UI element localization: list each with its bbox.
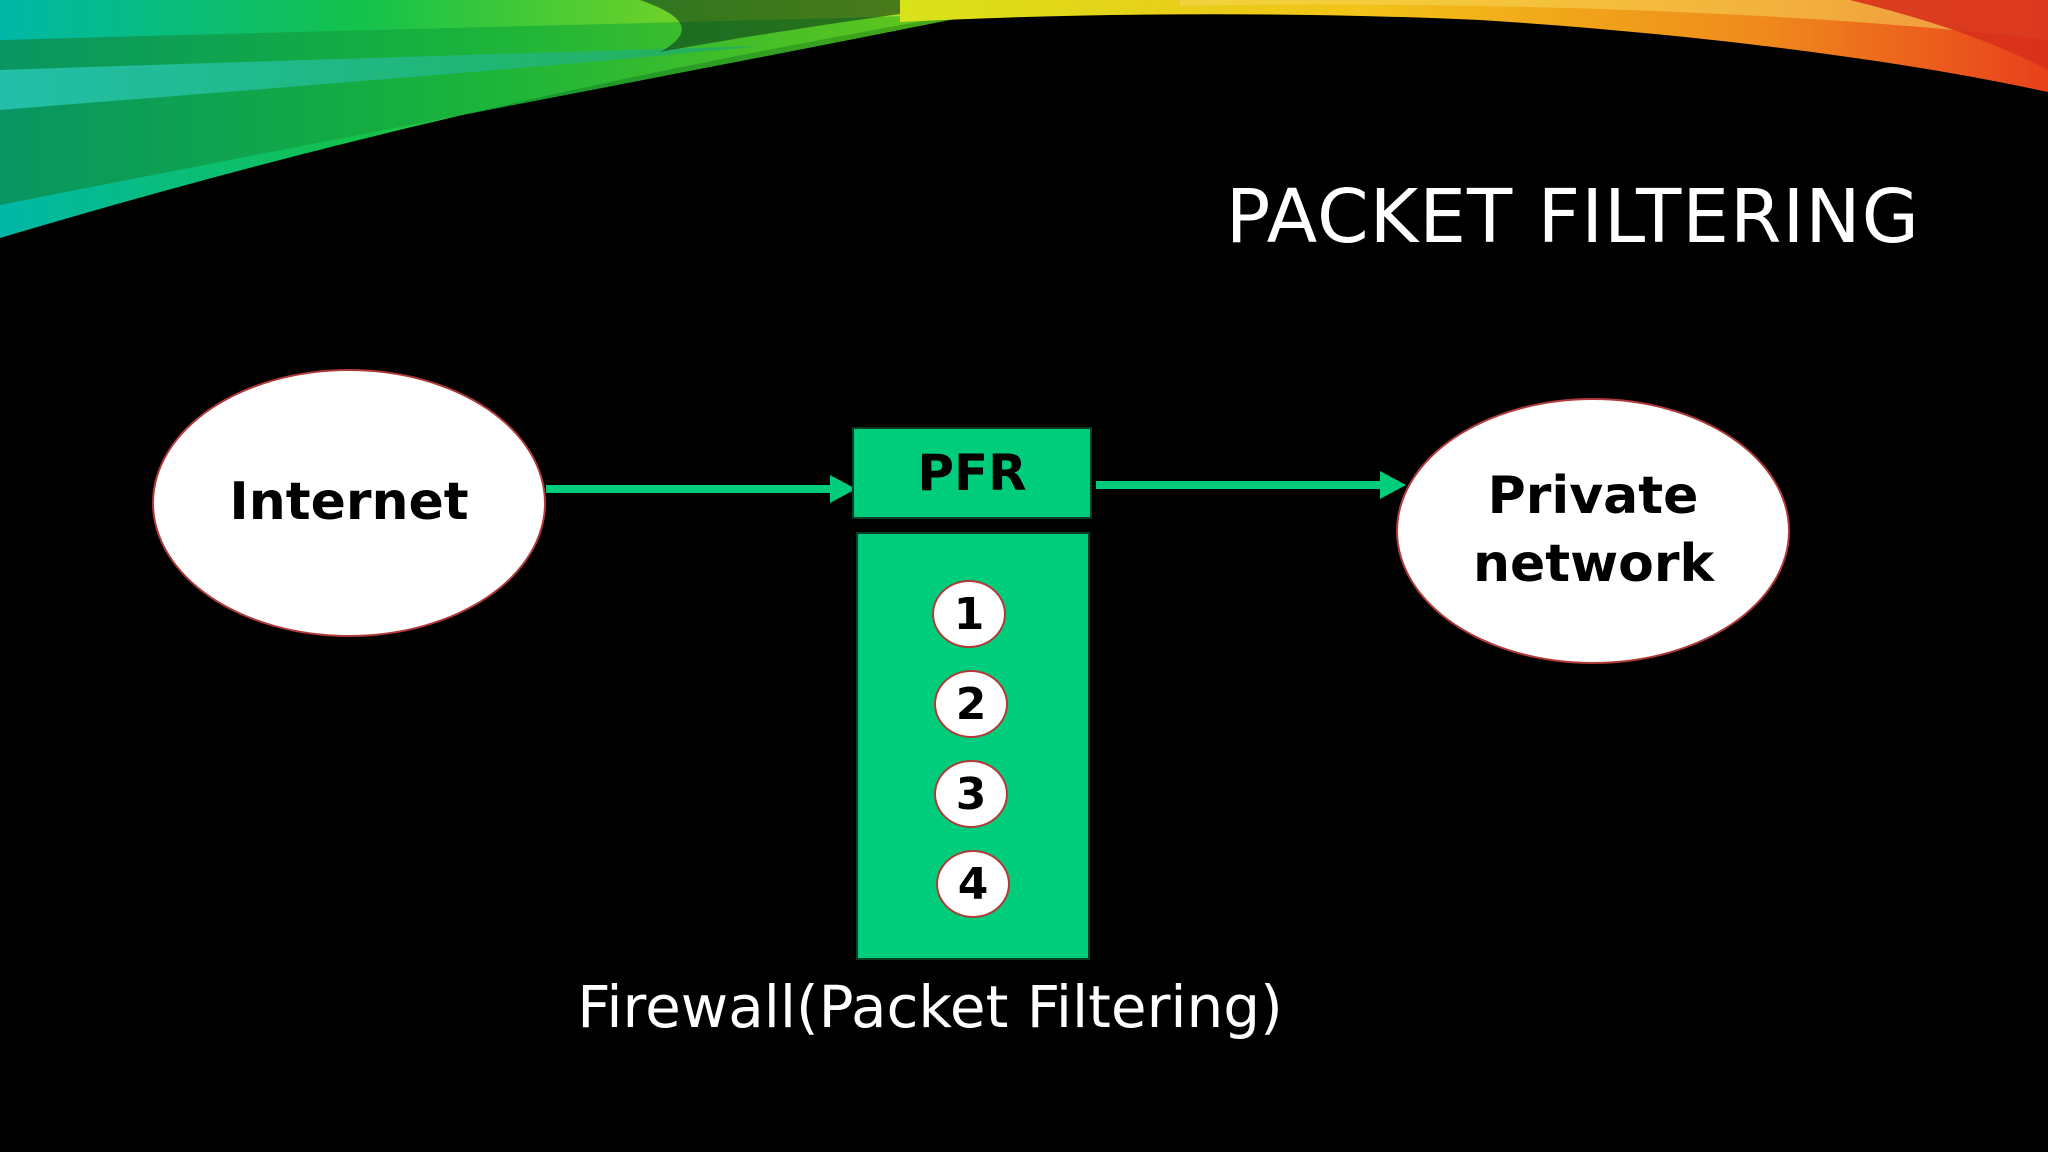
rule-circle: 2	[934, 670, 1008, 738]
rule-circle: 3	[934, 760, 1008, 828]
rule-number: 1	[953, 588, 985, 640]
decorative-swoosh-banner	[0, 0, 2048, 238]
internet-label: Internet	[229, 472, 469, 533]
arrow-pfr-to-private-network	[1096, 471, 1406, 499]
rule-number: 3	[955, 768, 987, 820]
filter-rules-column: 1 2 3 4	[856, 532, 1090, 960]
arrow-internet-to-pfr	[546, 475, 856, 503]
rule-number: 2	[955, 678, 987, 730]
rule-circle: 4	[936, 850, 1010, 918]
private-network-node: Private network	[1396, 398, 1790, 664]
pfr-label: PFR	[917, 444, 1027, 502]
rule-circle: 1	[932, 580, 1006, 648]
pfr-box: PFR	[852, 427, 1092, 519]
internet-node: Internet	[152, 369, 546, 637]
private-network-label: Private network	[1473, 466, 1715, 594]
rule-number: 4	[957, 858, 989, 910]
slide-title: PACKET FILTERING	[1225, 174, 1920, 260]
diagram-caption: Firewall(Packet Filtering)	[577, 973, 1283, 1041]
